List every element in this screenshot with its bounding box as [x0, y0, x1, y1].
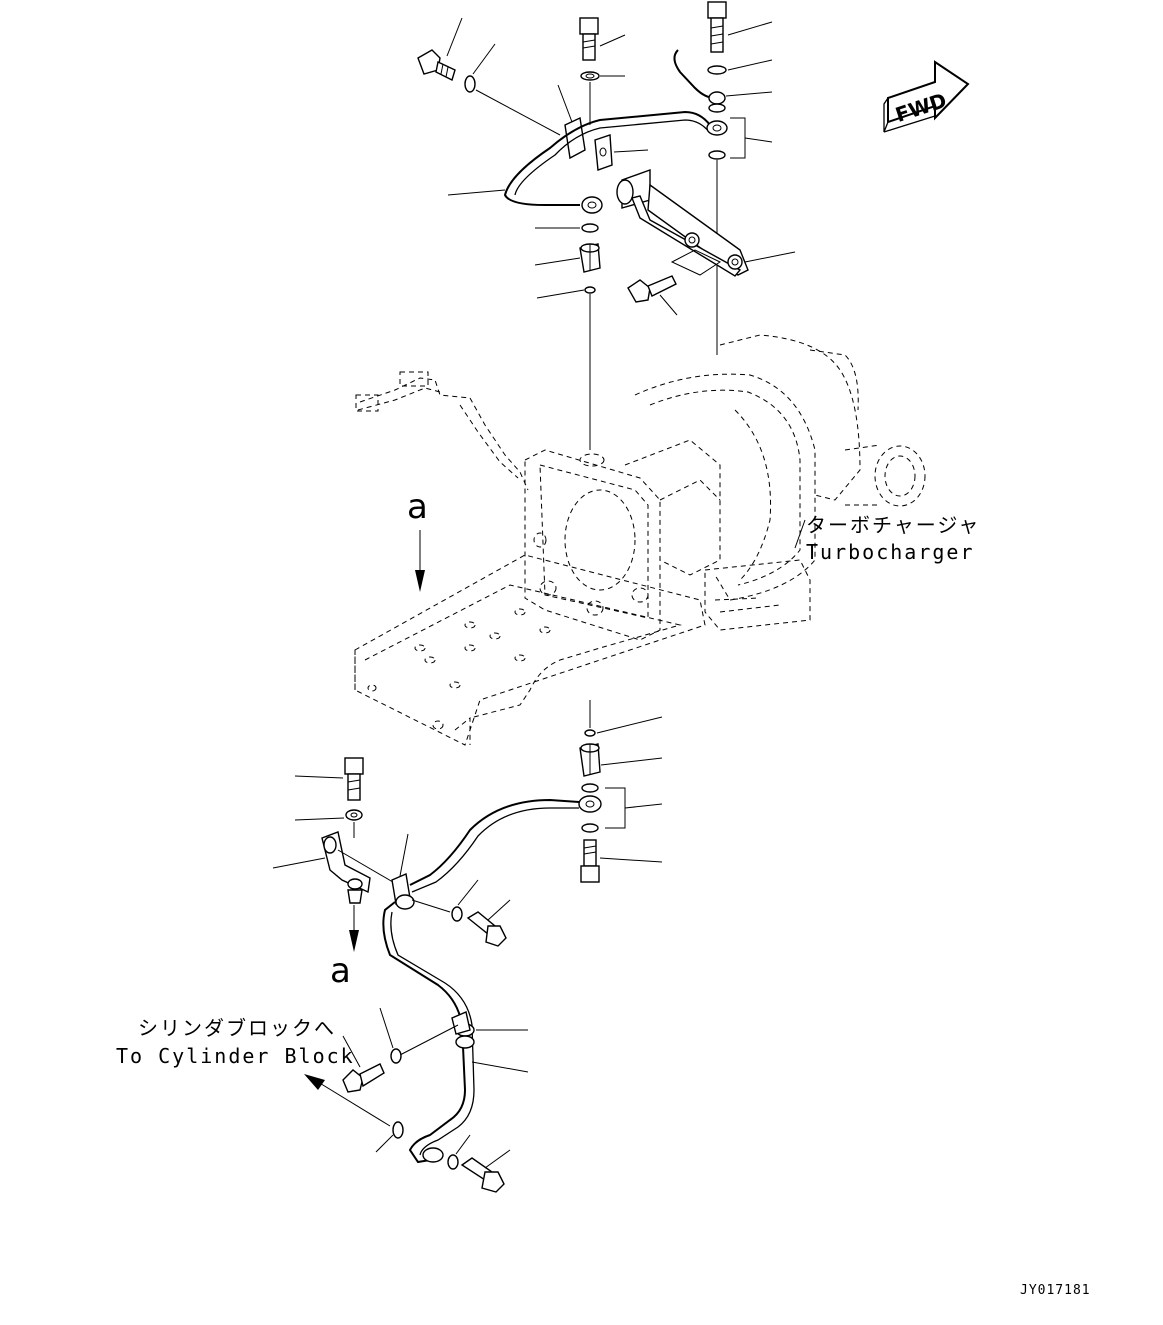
- sensor-harness: [355, 371, 529, 491]
- clip: [594, 134, 613, 171]
- view-marker-top-label: a: [407, 487, 428, 527]
- bolt-end: [460, 1157, 505, 1193]
- washer-clamp: [451, 906, 463, 922]
- washer-right-3: [708, 150, 726, 160]
- washer-lower-1: [581, 783, 599, 793]
- washer-center-1: [580, 71, 600, 81]
- drawing-number: JY017181: [1020, 1283, 1091, 1298]
- bolt-clamp: [466, 911, 507, 947]
- eye-joint-upper-right: [706, 120, 728, 136]
- stay-bracket: [616, 169, 749, 277]
- bolt-lower-left: [344, 757, 364, 801]
- upper-oil-pipe: [503, 110, 711, 206]
- bolt-top-right: [707, 1, 727, 53]
- bolt-top-left: [417, 49, 456, 81]
- washer-end-2: [447, 1154, 459, 1170]
- cylinder-block-label-en: To Cylinder Block: [116, 1044, 355, 1068]
- view-marker-top: a: [407, 487, 428, 592]
- bolt-pipe: [342, 1063, 385, 1093]
- washer-pipe: [390, 1048, 402, 1064]
- cylinder-block-label-ja: シリンダブロックへ: [138, 1016, 336, 1040]
- steel-oil-pipe: [382, 901, 467, 1164]
- turbocharger-label-en: Turbocharger: [806, 540, 975, 564]
- eye-joint-lower: [578, 795, 602, 813]
- washer-lower-2: [581, 823, 599, 833]
- lower-oil-hose: [409, 798, 580, 886]
- washer-center-2: [581, 223, 599, 233]
- upper-oil-pipe-assembly: [417, 1, 796, 450]
- washer-right-1: [707, 65, 727, 75]
- union-fitting-lower: [579, 743, 601, 777]
- bolt-stay: [627, 275, 677, 303]
- eye-joint-upper-left: [581, 196, 603, 214]
- washer-top-left: [464, 75, 476, 93]
- turbocharger-body: [524, 334, 926, 641]
- lower-oil-pipe-assembly: a: [272, 700, 663, 1193]
- view-marker-bottom-label: a: [330, 951, 351, 991]
- bolt-lower-center: [580, 839, 600, 883]
- bolt-top-center: [579, 17, 599, 61]
- union-fitting-upper: [579, 243, 601, 273]
- o-ring-upper: [584, 286, 596, 294]
- turbocharger-label-ja: ターボチャージャ: [806, 513, 980, 537]
- breather-tube: [673, 49, 716, 99]
- washer-lower-left: [345, 809, 363, 821]
- mounting-base-plate: [354, 554, 706, 746]
- mounting-bracket-lower: [321, 831, 371, 904]
- fwd-arrow-icon: FWD: [883, 60, 970, 133]
- washer-right-2: [708, 103, 726, 113]
- o-ring-lower: [584, 729, 596, 737]
- washer-end: [392, 1121, 404, 1139]
